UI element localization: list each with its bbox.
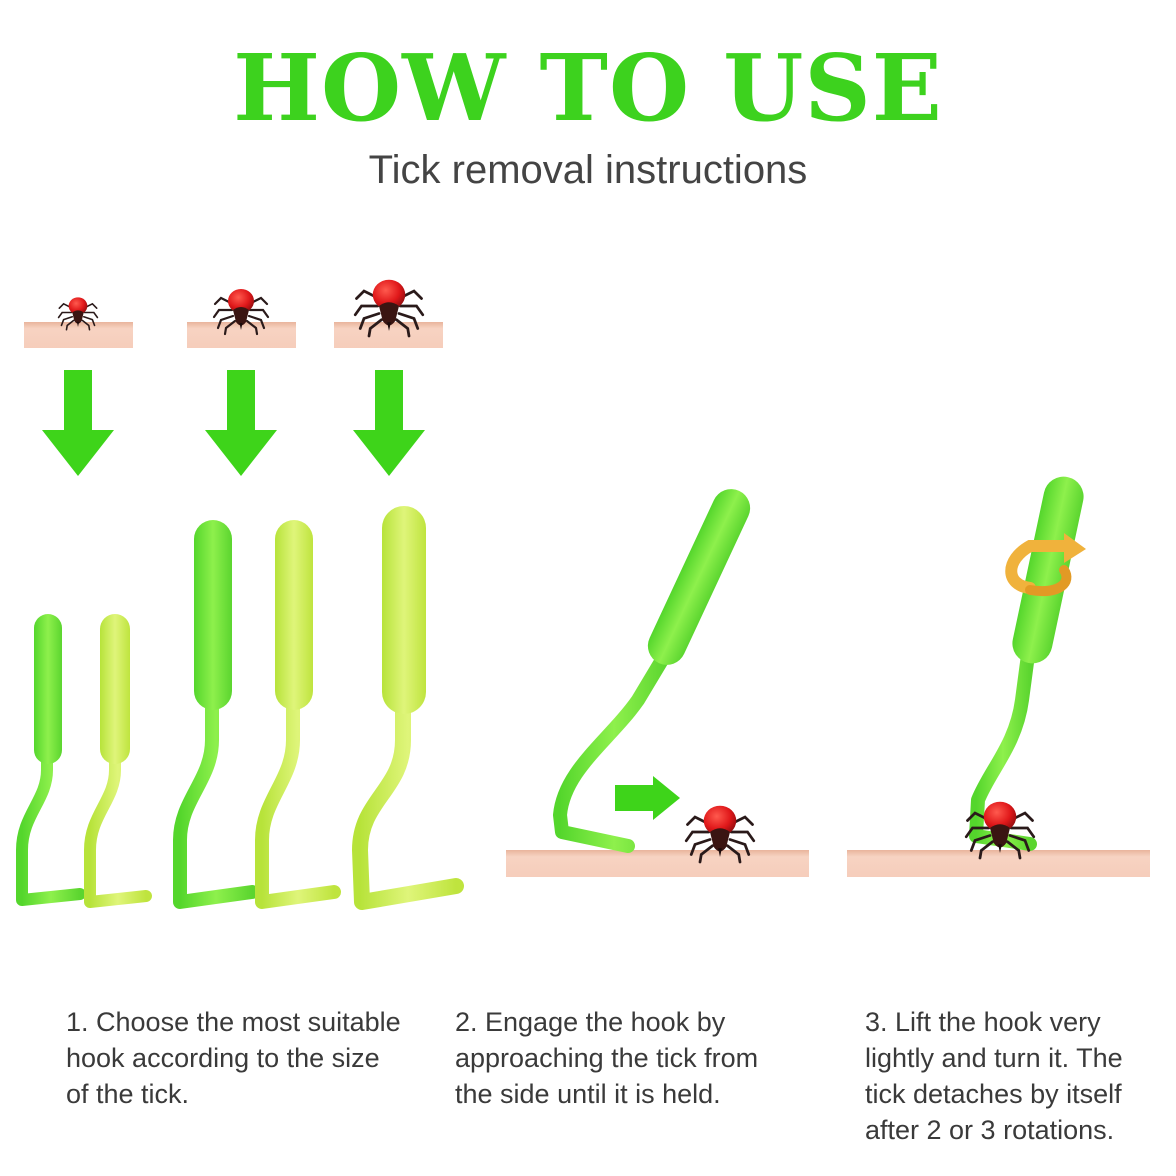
hook-tool-icon <box>553 489 751 853</box>
hook-tool-icon <box>173 520 259 909</box>
down-arrow-icon <box>353 370 425 476</box>
skin-strip <box>506 850 809 877</box>
hook-tool-icon <box>255 520 341 909</box>
step1-illustration <box>16 278 464 910</box>
step3-illustration <box>847 476 1150 877</box>
skin-strip <box>847 850 1150 877</box>
step-3-text: 3. Lift the hook very lightly and turn i… <box>865 1007 1123 1145</box>
page-title: HOW TO USE <box>233 34 943 142</box>
step-2-text: 2. Engage the hook by approaching the ti… <box>455 1007 759 1109</box>
hook-tool-icon <box>16 614 86 906</box>
rotation-arrow-icon <box>1005 533 1086 597</box>
page-subtitle: Tick removal instructions <box>368 148 808 192</box>
skin-strip <box>24 322 443 348</box>
hook-tool-icon <box>352 506 464 910</box>
down-arrow-icon <box>205 370 277 476</box>
step2-illustration <box>506 489 809 877</box>
step-1-text: 1. Choose the most suitable hook accordi… <box>66 1007 401 1109</box>
down-arrow-icon <box>42 370 114 476</box>
hook-tool-icon <box>969 476 1084 851</box>
instructions-illustration <box>16 278 1150 910</box>
right-arrow-icon <box>615 776 680 820</box>
hook-tool-icon <box>84 614 152 908</box>
